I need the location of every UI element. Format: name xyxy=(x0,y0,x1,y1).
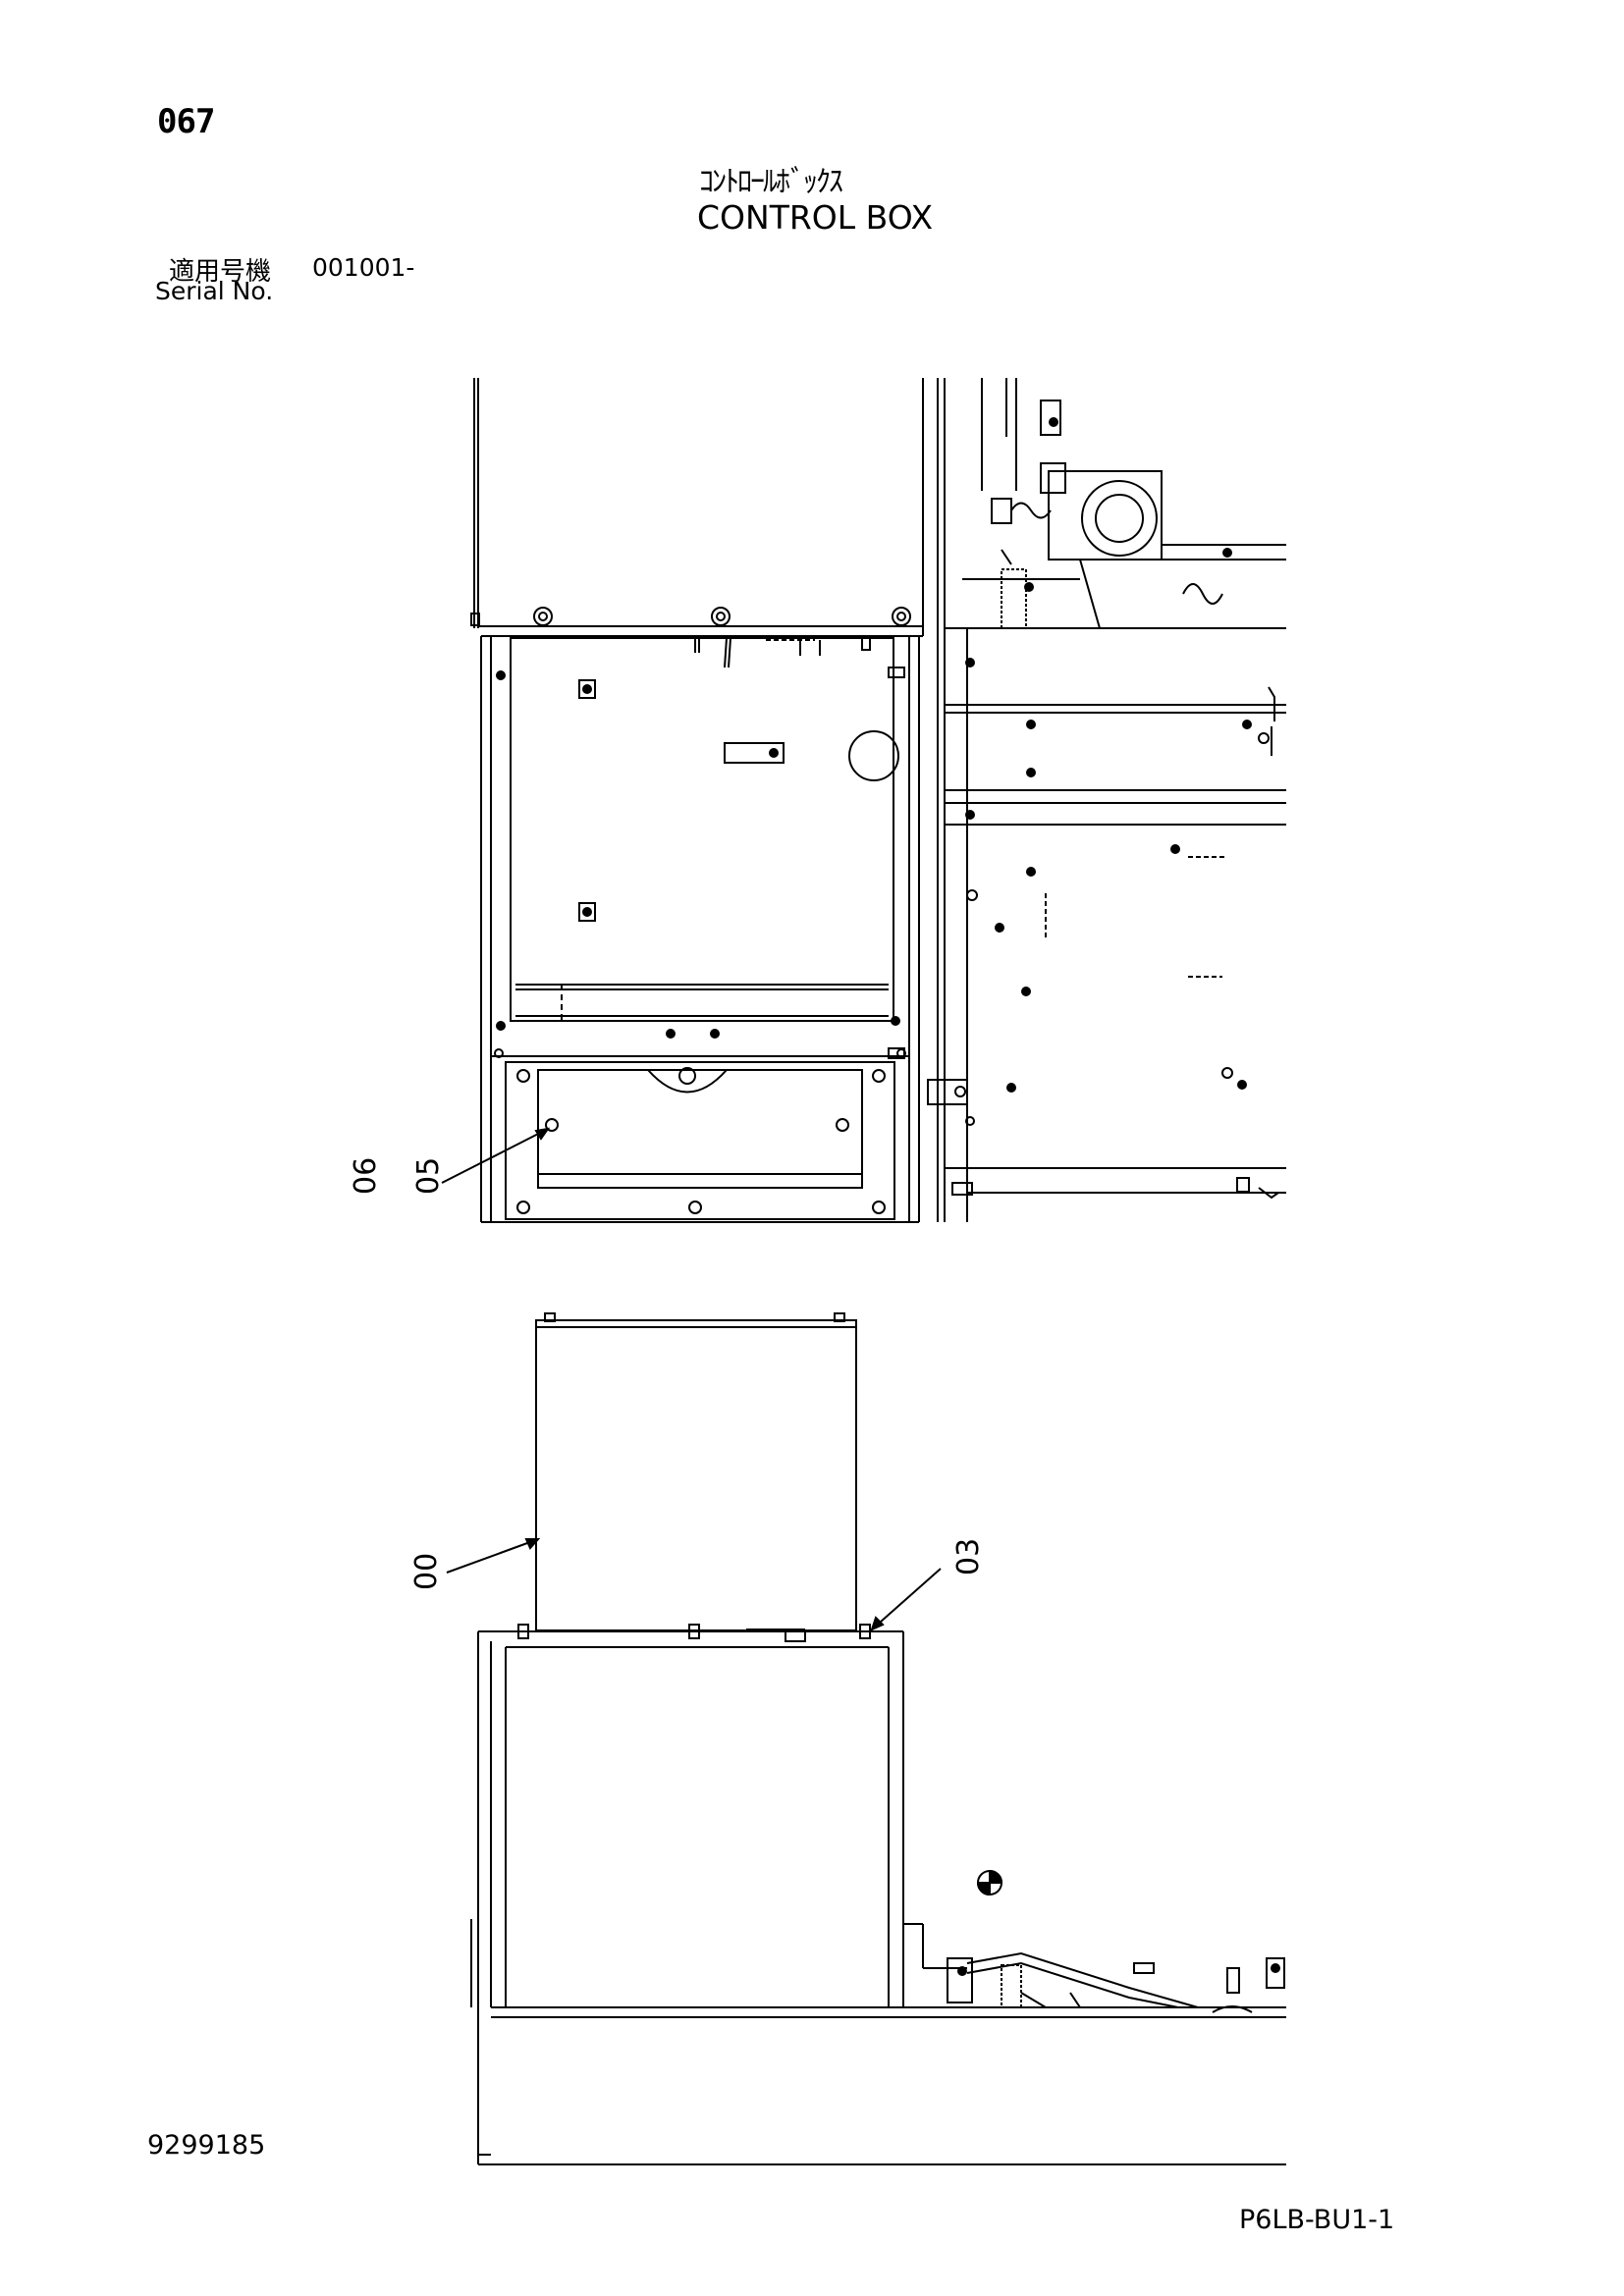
figure-code: P6LB-BU1-1 xyxy=(1239,2205,1395,2235)
callout-label-05: 05 xyxy=(411,1157,446,1195)
bottom-view xyxy=(470,1312,1286,2165)
title-japanese: ｺﾝﾄﾛｰﾙﾎﾞｯｸｽ xyxy=(699,165,843,199)
title-english: CONTROL BOX xyxy=(697,198,934,237)
callout-06-05: 06 05 xyxy=(349,1127,551,1195)
callout-label-00: 00 xyxy=(409,1553,444,1590)
serial-value: 001001- xyxy=(312,253,415,282)
callout-00: 00 xyxy=(409,1538,541,1590)
callout-label-06: 06 xyxy=(349,1157,383,1195)
page-number: 067 xyxy=(157,102,215,141)
serial-label-english: Serial No. xyxy=(155,277,274,305)
top-view xyxy=(470,378,1286,1223)
document-code: 9299185 xyxy=(147,2130,266,2161)
callout-label-03: 03 xyxy=(951,1538,986,1575)
serial-label-japanese: 適用号機 xyxy=(169,257,272,287)
callout-03: 03 xyxy=(870,1538,986,1631)
